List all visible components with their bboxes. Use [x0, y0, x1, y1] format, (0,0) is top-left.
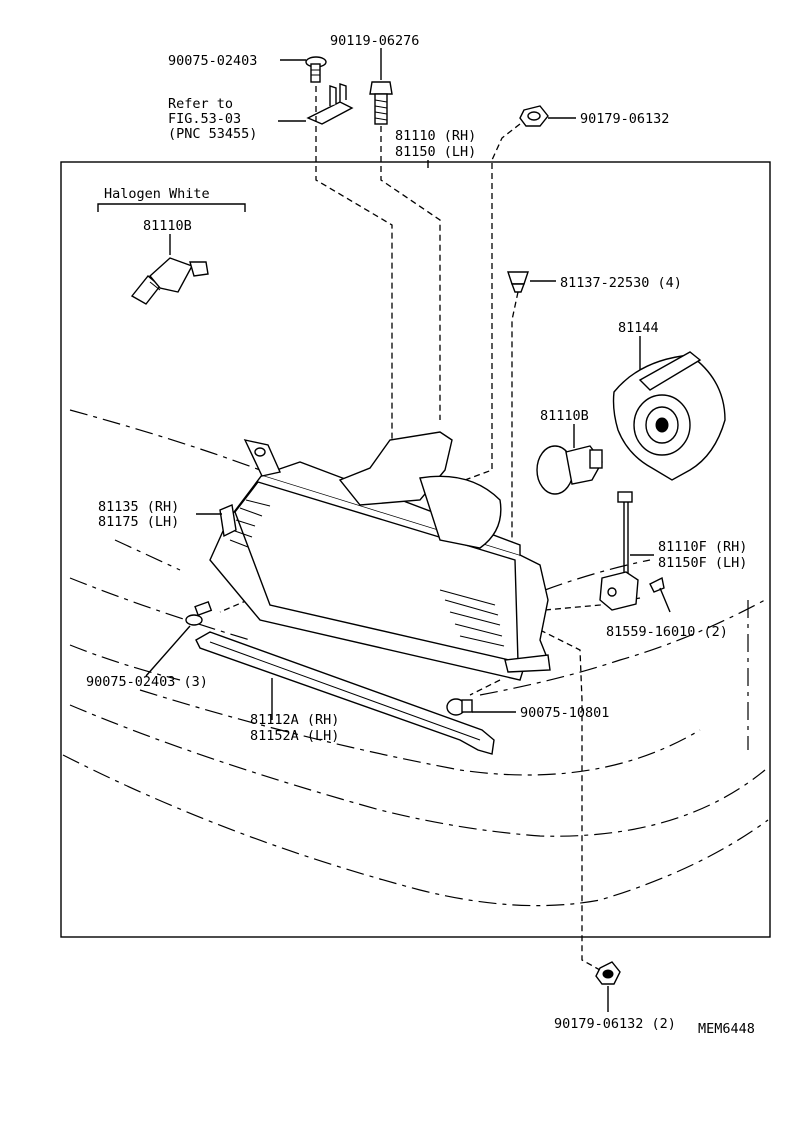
label-socket-lh: 81150F (LH): [658, 555, 747, 571]
label-bulb-side: 81110B: [540, 408, 589, 424]
label-screw-top: 90075-02403: [168, 53, 257, 69]
label-screw-left: 90075-02403 (3): [86, 674, 208, 690]
label-cover: 81144: [618, 320, 659, 336]
socket-part: [599, 491, 639, 611]
label-side-rh: 81135 (RH): [98, 499, 179, 515]
cover-part: [612, 351, 726, 481]
clip-part: [507, 271, 529, 293]
headlamp-housing: [209, 431, 551, 681]
label-refer-line2: FIG.53-03: [168, 111, 241, 127]
socket-screw-part: [649, 576, 671, 613]
bracket-part: [306, 83, 354, 125]
screw-bottom-part: [446, 698, 473, 716]
label-nut-bottom: 90179-06132 (2): [554, 1016, 676, 1032]
label-bolt-top: 90119-06276: [330, 33, 419, 49]
halogen-bulb-part: [130, 257, 209, 305]
label-nut-top: 90179-06132: [580, 111, 669, 127]
label-refer-line3: (PNC 53455): [168, 126, 257, 142]
label-refer-line1: Refer to: [168, 96, 233, 112]
bolt-top-part: [369, 81, 393, 125]
label-side-lh: 81175 (LH): [98, 514, 179, 530]
screw-top-part: [305, 56, 327, 83]
label-socket-rh: 81110F (RH): [658, 539, 747, 555]
label-molding-lh: 81152A (LH): [250, 728, 339, 744]
label-ref-code: MEM6448: [698, 1021, 755, 1037]
molding-part: [195, 631, 495, 755]
label-clip: 81137-22530 (4): [560, 275, 682, 291]
label-lamp-rh: 81110 (RH): [395, 128, 476, 144]
label-screw-bottom: 90075-10801: [520, 705, 609, 721]
nut-top-part: [519, 105, 549, 127]
label-molding-rh: 81112A (RH): [250, 712, 339, 728]
label-screw-socket: 81559-16010 (2): [606, 624, 728, 640]
vehicle-body-outline: [62, 409, 769, 907]
label-lamp-lh: 81150 (LH): [395, 144, 476, 160]
nut-bottom-part: [595, 961, 621, 985]
label-halogen: Halogen White: [104, 186, 210, 202]
side-bulb-part: [536, 445, 603, 495]
label-bulb-halogen: 81110B: [143, 218, 192, 234]
assembly-frame: [60, 161, 771, 938]
screw-left-part: [185, 600, 213, 626]
